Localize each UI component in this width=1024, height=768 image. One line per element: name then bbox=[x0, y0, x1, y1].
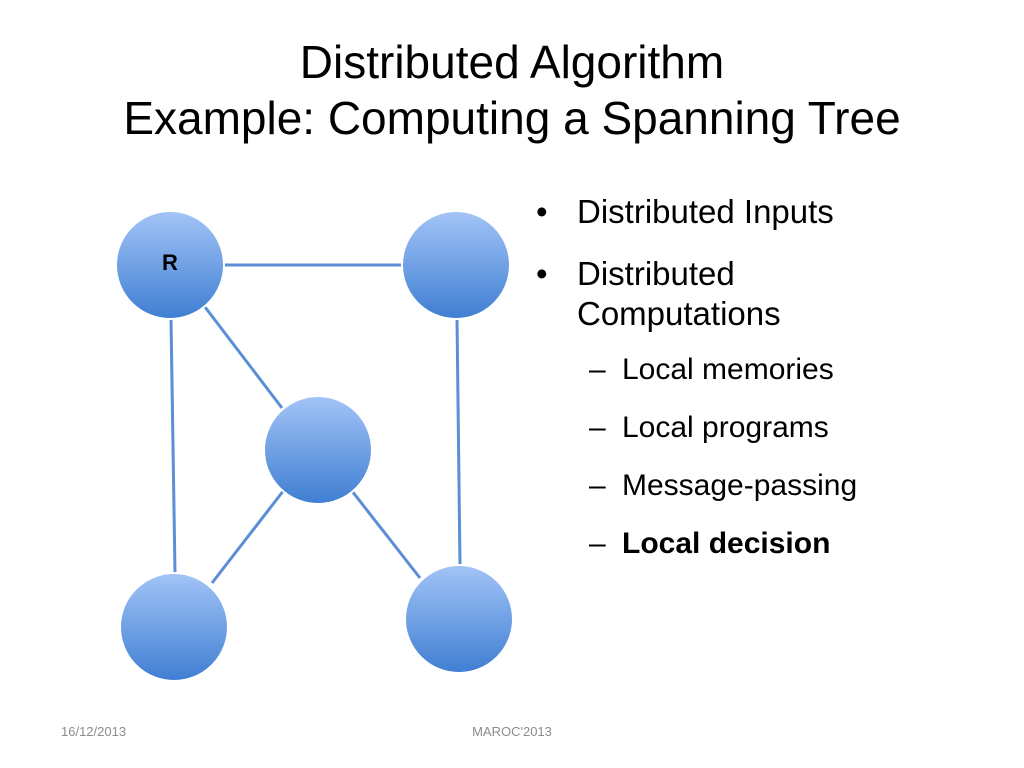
bullet-text: Distributed Inputs bbox=[577, 193, 834, 230]
spanning-tree-graph: R bbox=[115, 210, 514, 682]
bullet-text-line1: Distributed bbox=[577, 255, 735, 292]
sub-bullet-text: Message-passing bbox=[622, 469, 858, 502]
footer-date: 16/12/2013 bbox=[61, 724, 127, 739]
dash-glyph: – bbox=[589, 527, 606, 560]
sub-bullet-text: Local decision bbox=[622, 527, 831, 560]
node-root-label: R bbox=[162, 250, 178, 275]
bullet-list: • Distributed Inputs • Distributed Compu… bbox=[536, 192, 1006, 582]
node-center bbox=[263, 395, 373, 505]
sub-bullet-local-decision: – Local decision bbox=[536, 524, 1006, 564]
node-root: R bbox=[115, 210, 225, 320]
node-bottom-left bbox=[119, 572, 229, 682]
sub-bullet-message-passing: – Message-passing bbox=[536, 466, 1006, 506]
node-top-right bbox=[401, 210, 511, 320]
slide-title: Distributed Algorithm Example: Computing… bbox=[0, 34, 1024, 146]
dash-glyph: – bbox=[589, 469, 606, 502]
edge-topright-bottomright bbox=[455, 318, 462, 566]
dash-glyph: – bbox=[589, 411, 606, 444]
sub-bullet-local-memories: – Local memories bbox=[536, 350, 1006, 390]
node-bottom-right bbox=[404, 564, 514, 674]
bullet-dot: • bbox=[536, 255, 548, 292]
dash-glyph: – bbox=[589, 353, 606, 386]
bullet-dot: • bbox=[536, 193, 548, 230]
edge-center-bottomright bbox=[350, 490, 422, 579]
sub-bullet-text: Local programs bbox=[622, 411, 829, 444]
edge-root-bottomleft bbox=[169, 318, 177, 574]
bullet-item-distributed-inputs: • Distributed Inputs bbox=[536, 192, 1006, 232]
sub-bullet-text: Local memories bbox=[622, 353, 834, 386]
bullet-item-distributed-computations: • Distributed Computations bbox=[536, 254, 1006, 334]
bullet-text-line2: Computations bbox=[577, 295, 781, 332]
slide-title-line2: Example: Computing a Spanning Tree bbox=[123, 92, 901, 144]
sub-bullet-local-programs: – Local programs bbox=[536, 408, 1006, 448]
slide-title-line1: Distributed Algorithm bbox=[299, 36, 725, 88]
footer-event: MAROC'2013 bbox=[472, 724, 552, 739]
edge-center-bottomleft bbox=[210, 489, 286, 584]
edge-root-center bbox=[203, 306, 284, 409]
